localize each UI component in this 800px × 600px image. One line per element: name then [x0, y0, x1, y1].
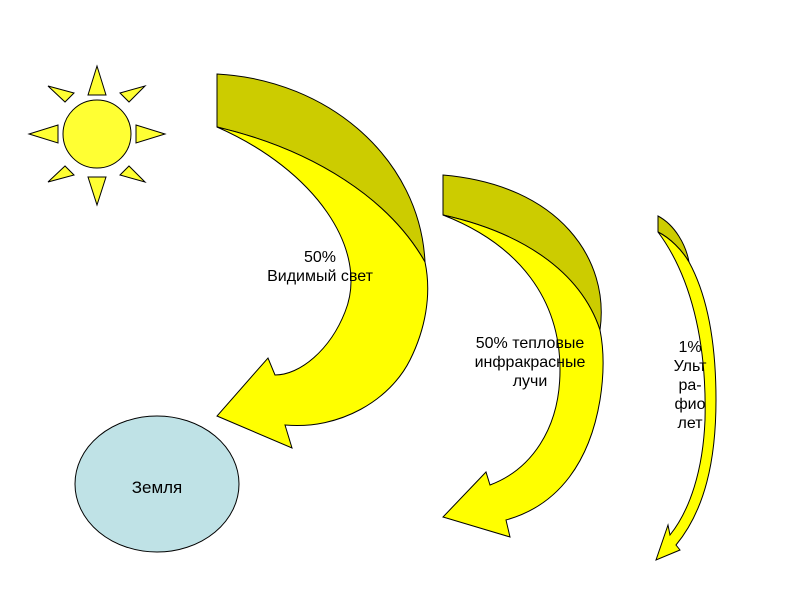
earth-circle: [74, 415, 240, 553]
visible-light-arrow-bottom: [216, 126, 429, 449]
earth-label: Земля: [131, 478, 183, 497]
infrared-line-3: лучи: [512, 373, 548, 390]
infrared-label: 50% тепловые инфракрасные лучи: [450, 334, 610, 391]
visible-light-percent: 50%: [303, 249, 337, 266]
sun-ray-sw: [47, 165, 75, 183]
infrared-line-2: инфракрасные: [474, 354, 586, 371]
ultraviolet-line-3: ра-: [678, 377, 702, 394]
sun-ray-nw: [47, 85, 75, 103]
infrared-line-1: 50% тепловые: [475, 335, 585, 352]
sun-ray-se: [119, 165, 147, 183]
visible-light-label: 50% Видимый свет: [250, 248, 390, 286]
ultraviolet-line-1: 1%: [678, 339, 702, 356]
infrared-arrow: [442, 174, 604, 538]
ultraviolet-arrow-bottom: [655, 231, 717, 561]
sun-ray-s: [87, 176, 107, 207]
sun-ray-n: [87, 64, 107, 96]
sun-icon: [27, 64, 167, 207]
ultraviolet-line-5: лет: [677, 415, 703, 432]
infrared-arrow-bottom: [442, 214, 604, 538]
sun-ray-w: [27, 124, 59, 144]
ultraviolet-line-4: фио: [674, 396, 706, 413]
ultraviolet-label: 1% Ульт ра- фио лет: [660, 338, 720, 433]
sun-disc: [62, 99, 132, 169]
visible-light-text: Видимый свет: [267, 268, 373, 285]
visible-light-arrow: [216, 73, 429, 449]
sun-ray-ne: [119, 85, 147, 103]
sun-ray-e: [135, 124, 167, 144]
ultraviolet-line-2: Ульт: [673, 358, 707, 375]
ultraviolet-arrow: [655, 215, 717, 561]
